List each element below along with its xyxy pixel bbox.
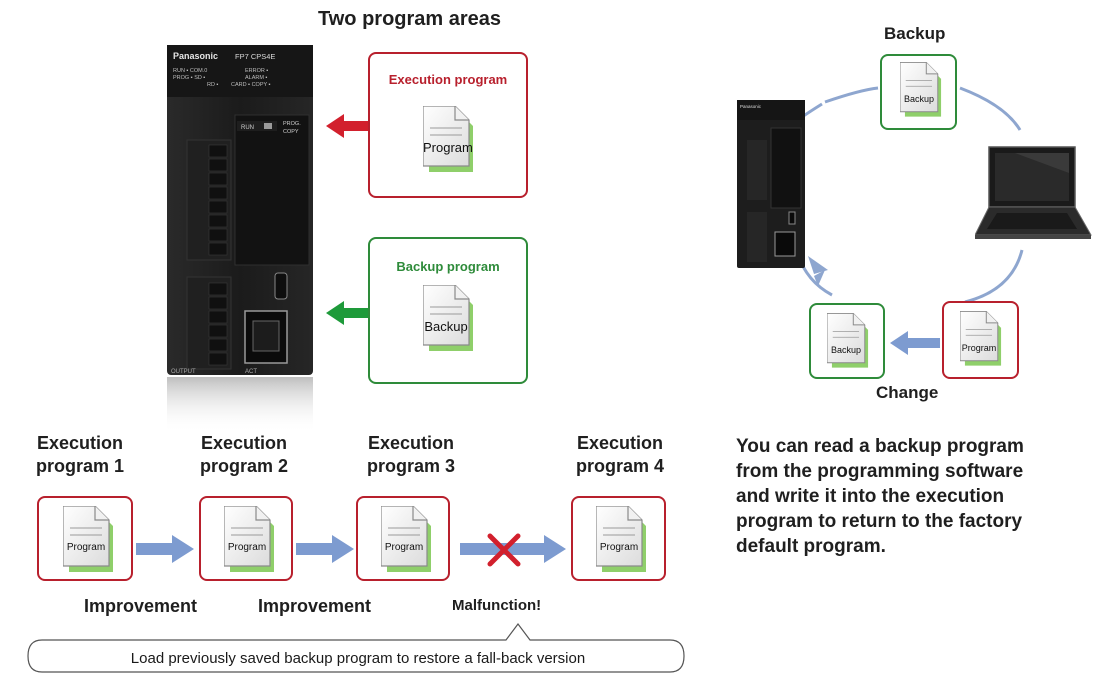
sequence-title-3: Execution program 3 bbox=[366, 433, 456, 476]
execution-program-title: Execution program bbox=[388, 72, 508, 87]
sequence-doc-icon-1: Program bbox=[63, 506, 119, 578]
callout-text: Load previously saved backup program to … bbox=[130, 650, 586, 667]
doc-label: Backup bbox=[903, 94, 935, 104]
arrow-seq-1-2 bbox=[136, 535, 194, 563]
doc-label: Program bbox=[961, 343, 997, 353]
arrow-execution-to-plc bbox=[326, 114, 372, 138]
plc-act-label: ACT bbox=[245, 369, 257, 375]
cycle-right-doc-icon: Program bbox=[960, 311, 1016, 383]
cycle-change-label: Change bbox=[876, 383, 939, 402]
doc-label: Backup bbox=[424, 319, 468, 334]
sequence-title-2: Execution program 2 bbox=[199, 433, 289, 476]
plc-led-error: ERROR ▪ bbox=[245, 68, 268, 74]
sequence-title-4: Execution program 4 bbox=[575, 433, 665, 476]
sequence-box-1: Program bbox=[37, 496, 133, 581]
execution-doc-icon: Program bbox=[423, 106, 479, 178]
transition-improvement-1: Improvement bbox=[84, 596, 198, 616]
cross-mark-icon bbox=[487, 533, 521, 567]
doc-label: Program bbox=[384, 542, 424, 553]
cycle-top-doc-icon: Backup bbox=[900, 62, 956, 134]
sequence-doc-icon-4: Program bbox=[596, 506, 652, 578]
sequence-box-4: Program bbox=[571, 496, 666, 581]
sequence-box-2: Program bbox=[199, 496, 293, 581]
plc-switch-prog: PROG. bbox=[283, 121, 301, 127]
plc-led-run: RUN ▪ COM.0 bbox=[173, 68, 207, 74]
description-text: You can read a backup program from the p… bbox=[736, 436, 1024, 557]
plc-model: FP7 CPS4E bbox=[235, 52, 275, 61]
sequence-doc-icon-2: Program bbox=[224, 506, 280, 578]
arrow-change bbox=[890, 331, 940, 355]
arrow-seq-3-4 bbox=[460, 535, 566, 563]
arrow-seq-2-3 bbox=[296, 535, 354, 563]
plc-led-copy: CARD ▪ COPY ▪ bbox=[231, 82, 271, 88]
plc-device-small: Panasonic bbox=[737, 100, 805, 268]
laptop-icon bbox=[975, 146, 1092, 239]
callout-bubble bbox=[27, 623, 685, 673]
plc-output-label: OUTPUT bbox=[171, 369, 196, 375]
cycle-right-box: Program bbox=[942, 301, 1019, 379]
cycle-left-doc-icon: Backup bbox=[827, 313, 883, 385]
sequence-doc-icon-3: Program bbox=[381, 506, 437, 578]
doc-label: Backup bbox=[830, 345, 862, 355]
plc-switch-label: RUN bbox=[241, 125, 254, 131]
backup-program-box: Backup program Backup bbox=[368, 237, 528, 384]
transition-malfunction: Malfunction! bbox=[452, 597, 542, 614]
sequence-title-1: Execution program 1 bbox=[35, 433, 125, 476]
plc-brand: Panasonic bbox=[173, 51, 218, 61]
doc-label: Program bbox=[599, 542, 639, 553]
arrow-backup-to-plc bbox=[326, 301, 372, 325]
plc-switch-copy: COPY bbox=[283, 129, 299, 135]
plc-led-alarm: ALARM ▪ bbox=[245, 75, 267, 81]
backup-doc-icon: Backup bbox=[423, 285, 479, 357]
svg-text:Panasonic: Panasonic bbox=[740, 104, 762, 109]
backup-program-title: Backup program bbox=[396, 259, 500, 274]
two-program-areas-title: Two program areas bbox=[318, 8, 502, 30]
plc-led-prog: PROG ▪ SD ▪ bbox=[173, 75, 205, 81]
doc-label: Program bbox=[66, 542, 106, 553]
plc-device: Panasonic FP7 CPS4E RUN ▪ COM.0 PROG ▪ S… bbox=[167, 45, 313, 433]
sequence-box-3: Program bbox=[356, 496, 450, 581]
plc-led-rd: RD ▪ bbox=[207, 82, 218, 88]
cycle-left-box: Backup bbox=[809, 303, 885, 379]
cycle-backup-label: Backup bbox=[884, 24, 946, 43]
transition-improvement-2: Improvement bbox=[258, 596, 372, 616]
cycle-top-box: Backup bbox=[880, 54, 957, 130]
doc-label: Program bbox=[227, 542, 267, 553]
doc-label: Program bbox=[423, 140, 473, 155]
execution-program-box: Execution program Program bbox=[368, 52, 528, 198]
